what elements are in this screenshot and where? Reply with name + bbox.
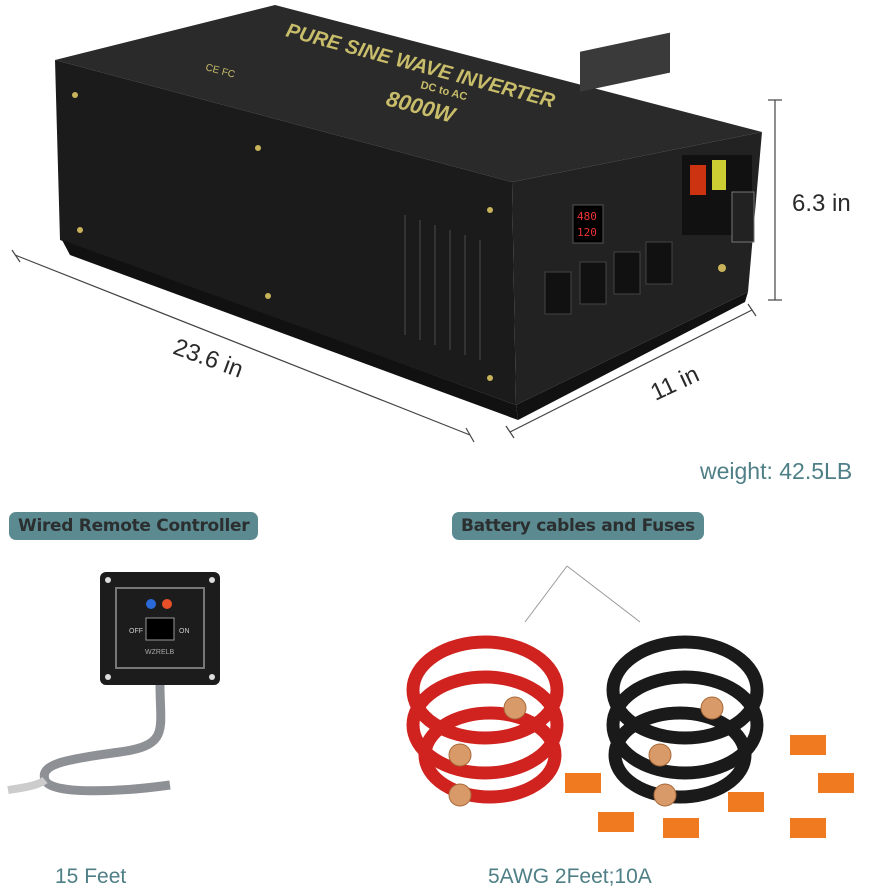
remote-cable-length: 15 Feet xyxy=(55,865,127,888)
height-dimension: 6.3 in xyxy=(792,190,851,217)
display-output-voltage: 120 xyxy=(577,226,597,239)
battery-cables-image xyxy=(406,565,854,838)
dimension-lines xyxy=(11,99,782,443)
display-input-voltage: 480 xyxy=(577,210,597,223)
remote-brand: WZRELB xyxy=(145,649,175,656)
weight-label: weight: 42.5LB xyxy=(700,458,853,484)
cables-title-badge: Battery cables and Fuses xyxy=(452,512,704,540)
remote-off-label: OFF xyxy=(129,628,143,635)
remote-on-label: ON xyxy=(179,628,190,635)
cable-spec: 5AWG 2Feet;10A xyxy=(488,865,652,888)
remote-controller-image: OFF ON WZRELB xyxy=(7,572,220,796)
remote-title-badge: Wired Remote Controller xyxy=(9,512,259,540)
